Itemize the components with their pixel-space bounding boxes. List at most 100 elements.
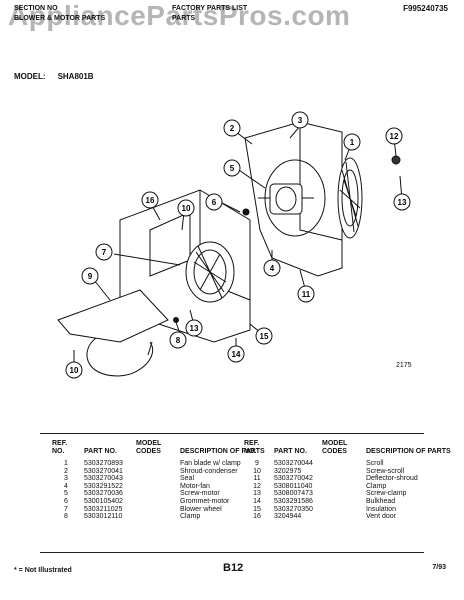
model-codes-cell [136, 468, 180, 476]
diagram-code: 2175 [396, 362, 412, 369]
part-number-cell: 3204944 [274, 513, 302, 521]
description-cell: Shroud-condenser [180, 467, 238, 475]
svg-text:1: 1 [350, 138, 355, 147]
part-number-cell: 5303270041 [84, 467, 123, 475]
svg-text:7: 7 [102, 248, 107, 257]
ref-cell: 3 [64, 475, 68, 483]
part-number-cell: 5308011040 [274, 482, 313, 490]
table-bottom-rule [40, 552, 424, 553]
model-codes-cell [136, 475, 180, 483]
svg-text:2: 2 [230, 124, 235, 133]
part-list-number: F995240735 [403, 4, 448, 13]
description-cell: Scroll [366, 460, 384, 467]
model-codes-cell [322, 475, 366, 483]
revision-date: 7/93 [432, 564, 446, 571]
model-codes-cell [136, 506, 180, 514]
callout-16: 16 [141, 191, 159, 209]
svg-text:3: 3 [298, 116, 303, 125]
svg-text:6: 6 [212, 198, 217, 207]
ref-cell: 10 [253, 467, 261, 475]
part-number-cell: 5303270350 [274, 505, 313, 513]
callout-6: 6 [205, 193, 223, 211]
callout-7: 7 [95, 243, 113, 261]
model-codes-cell [136, 498, 180, 506]
exploded-parts-diagram: 1 2 3 4 5 6 7 8 9 10 10 11 12 13 13 14 1… [57, 111, 411, 379]
scroll-shape [57, 289, 169, 343]
header-title: FACTORY PARTS LIST PARTS [172, 4, 247, 24]
part-number-cell: 5303270036 [84, 490, 123, 498]
model-codes-cell [322, 468, 366, 476]
description-cell: Screw-scroll [366, 467, 405, 475]
model-codes-cell [136, 460, 180, 468]
description-cell: Deflector-shroud [366, 475, 418, 483]
blower-wheel-shape [185, 241, 235, 303]
col-model: MODEL CODES [136, 440, 162, 455]
header-mid-line1: FACTORY PARTS LIST [172, 5, 248, 12]
description-cell: Insulation [366, 505, 396, 513]
ref-cell: 4 [64, 482, 68, 490]
description-cell: Vent door [366, 513, 396, 521]
model-codes-cell [322, 498, 366, 506]
ref-cell: 9 [255, 460, 259, 467]
svg-text:4: 4 [270, 264, 275, 273]
callout-8: 8 [169, 331, 187, 349]
header-section: SECTION NO BLOWER & MOTOR PARTS [14, 4, 105, 24]
callout-11: 11 [297, 285, 315, 303]
callout-13a: 13 [393, 193, 411, 211]
svg-text:12: 12 [390, 132, 399, 141]
description-cell: Screw-clamp [366, 490, 407, 498]
model-codes-cell [322, 460, 366, 468]
callout-4: 4 [263, 259, 281, 277]
table-row: 9 5303270044 Scroll [244, 460, 455, 468]
model-line: MODEL:SHA801B [14, 72, 106, 81]
part-number-cell: 5303291522 [84, 482, 123, 490]
callout-14: 14 [227, 345, 245, 363]
col-part: PART NO. [274, 448, 307, 455]
callout-1: 1 [343, 133, 361, 151]
svg-text:9: 9 [88, 272, 93, 281]
model-codes-cell [322, 490, 366, 498]
part-number-cell: 5308007473 [274, 490, 313, 498]
part-number-cell: 3202975 [274, 467, 302, 475]
header-left-line1: SECTION NO [14, 5, 58, 12]
part-number-cell: 5303270044 [274, 460, 313, 467]
model-codes-cell [322, 513, 366, 521]
ref-cell: 1 [64, 460, 68, 467]
description-cell: Fan blade w/ clamp [180, 460, 241, 467]
part-number-cell: 5303291586 [274, 497, 313, 505]
scroll-curve [86, 337, 154, 377]
callout-5: 5 [223, 159, 241, 177]
col-model: MODEL CODES [322, 440, 348, 455]
callout-10b: 10 [65, 361, 83, 379]
footnote: * = Not Illustrated [14, 567, 72, 574]
svg-text:15: 15 [260, 332, 269, 341]
table-row: 14 5303291586 Bulkhead [244, 498, 455, 506]
description-cell: Clamp [366, 482, 387, 490]
svg-text:10: 10 [182, 204, 191, 213]
model-codes-cell [322, 506, 366, 514]
ref-cell: 14 [253, 497, 261, 505]
callout-3: 3 [291, 111, 309, 129]
table-top-rule [40, 433, 424, 434]
model-codes-cell [136, 513, 180, 521]
ref-cell: 6 [64, 497, 68, 505]
model-value: SHA801B [57, 72, 94, 81]
header-left-line2: BLOWER & MOTOR PARTS [14, 15, 106, 22]
table-row: 10 3202975 Screw-scroll [244, 468, 455, 476]
svg-text:8: 8 [176, 336, 181, 345]
part-number-cell: 5303270893 [84, 460, 123, 467]
callout-15: 15 [255, 327, 273, 345]
parts-table-left: REF. NO. PART NO. MODEL CODES DESCRIPTIO… [52, 440, 269, 521]
description-cell: Bulkhead [366, 497, 396, 505]
header-mid-line2: PARTS [172, 15, 196, 22]
